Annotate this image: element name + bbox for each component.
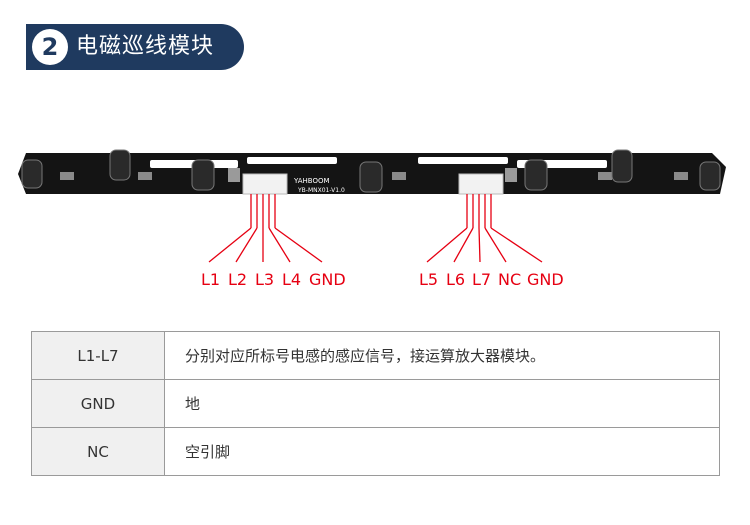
- pin-label-l4: L4: [282, 270, 302, 289]
- table-row: GND 地: [31, 379, 720, 428]
- inductor-coil: [109, 149, 131, 181]
- inductor-coils: [21, 149, 721, 193]
- smd-component: [505, 168, 517, 182]
- pin-label-l2: L2: [228, 270, 248, 289]
- silkscreen-slot: [247, 157, 337, 164]
- pin-label-gnd-right: GND: [527, 270, 564, 289]
- pin-name-cell: NC: [31, 427, 165, 476]
- wires-right: [426, 194, 543, 263]
- pin-desc-cell: 地: [164, 379, 720, 428]
- wire-segment: [235, 227, 258, 263]
- pin-name-cell: L1-L7: [31, 331, 165, 380]
- pin-label-l3: L3: [255, 270, 275, 289]
- brand-silkscreen: YAHBOOM: [293, 177, 330, 185]
- pin-label-l5: L5: [419, 270, 439, 289]
- pin-header-right: [458, 173, 504, 195]
- pin-desc-cell: 分别对应所标号电感的感应信号，接运算放大器模块。: [164, 331, 720, 380]
- section-number: 2: [32, 29, 68, 65]
- inductor-coil: [524, 159, 548, 191]
- pin-label-l6: L6: [446, 270, 466, 289]
- pin-label-gnd-left: GND: [309, 270, 346, 289]
- wire-segment: [274, 227, 323, 263]
- smd-component: [598, 172, 612, 180]
- silkscreen-slot: [418, 157, 508, 164]
- table-row: NC 空引脚: [31, 427, 720, 476]
- inductor-coil: [359, 161, 383, 193]
- smd-component: [138, 172, 152, 180]
- pin-description-table: L1-L7 分别对应所标号电感的感应信号，接运算放大器模块。 GND 地 NC …: [31, 331, 720, 476]
- section-title: 电磁巡线模块: [76, 34, 215, 59]
- wire-segment: [426, 227, 468, 263]
- pin-header-left: [242, 173, 288, 195]
- pin-label-l7: L7: [472, 270, 492, 289]
- pin-name-cell: GND: [31, 379, 165, 428]
- inductor-coil: [611, 149, 633, 183]
- wire-segment: [453, 227, 474, 263]
- inductor-coil: [191, 159, 215, 191]
- section-badge: 2 电磁巡线模块: [26, 24, 244, 70]
- wire-segment: [478, 227, 481, 263]
- wires-left: [208, 194, 323, 263]
- table-row: L1-L7 分别对应所标号电感的感应信号，接运算放大器模块。: [31, 331, 720, 380]
- smd-component: [392, 172, 406, 180]
- wire-segment: [490, 227, 543, 263]
- smd-component: [674, 172, 688, 180]
- pin-desc-cell: 空引脚: [164, 427, 720, 476]
- pcb-diagram: YAHBOOM YB-MNX01-V1.0: [18, 149, 726, 263]
- pin-label-l1: L1: [201, 270, 221, 289]
- smd-component: [228, 168, 240, 182]
- wire-segment: [208, 227, 252, 263]
- wire-segment: [268, 227, 291, 263]
- inductor-coil: [699, 161, 721, 191]
- wire-segment: [484, 227, 507, 263]
- model-silkscreen: YB-MNX01-V1.0: [297, 187, 345, 194]
- smd-component: [60, 172, 74, 180]
- inductor-coil: [21, 159, 43, 189]
- pin-label-nc: NC: [498, 270, 522, 289]
